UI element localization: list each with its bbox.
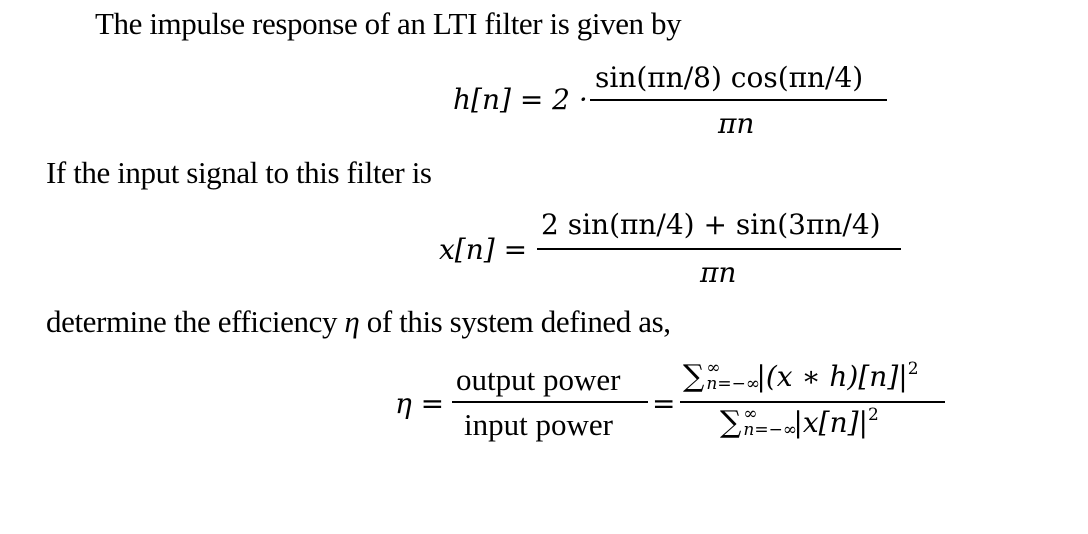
sum-symbol: ∑ (720, 405, 742, 440)
x-lhs-text: x[n] = (439, 233, 528, 266)
h-fraction-bar (590, 99, 887, 101)
sum-symbol: ∑ (683, 359, 705, 394)
x-equation-lhs: x[n] = (439, 236, 527, 264)
h-lhs-text: h[n] = 2 · (453, 83, 588, 116)
output-sum-body: |(x ∗ h)[n]| (756, 360, 908, 393)
h-numerator: sin(πn/8) cos(πn/4) (595, 61, 864, 94)
sum-lower-limit: n=−∞ (706, 374, 761, 394)
eta-equals: = (652, 387, 676, 420)
efficiency-intro-text: determine the efficiency η of this syste… (46, 306, 671, 337)
input-exponent: 2 (867, 405, 879, 425)
efficiency-intro-after: of this system defined as, (359, 304, 671, 339)
x-denominator: πn (700, 256, 737, 289)
sum-upper-limit: ∞ (743, 404, 758, 424)
eta-lhs: η = (395, 387, 445, 420)
intro-text: The impulse response of an LTI filter is… (95, 6, 682, 41)
eta-symbol: η (344, 304, 360, 339)
x-fraction-bar (537, 248, 901, 250)
input-intro-text: If the input signal to this filter is (46, 155, 432, 190)
sum-lower-limit: n=−∞ (743, 420, 798, 440)
h-denominator: πn (718, 107, 755, 140)
output-sum-expression: ∑∞n=−∞|(x ∗ h)[n]|2 (683, 358, 919, 394)
efficiency-intro-before: determine the efficiency (46, 304, 345, 339)
input-sum-expression: ∑∞n=−∞|x[n]|2 (720, 404, 879, 440)
h-equation-lhs: h[n] = 2 · (453, 86, 588, 114)
output-exponent: 2 (907, 359, 919, 379)
input-sum-body: |x[n]| (793, 406, 868, 439)
output-power-label: output power (456, 362, 621, 397)
power-fraction-bar (452, 401, 648, 403)
sum-upper-limit: ∞ (706, 358, 721, 378)
sum-fraction-bar (680, 401, 945, 403)
x-numerator: 2 sin(πn/4) + sin(3πn/4) (541, 208, 881, 241)
input-power-label: input power (464, 407, 613, 442)
